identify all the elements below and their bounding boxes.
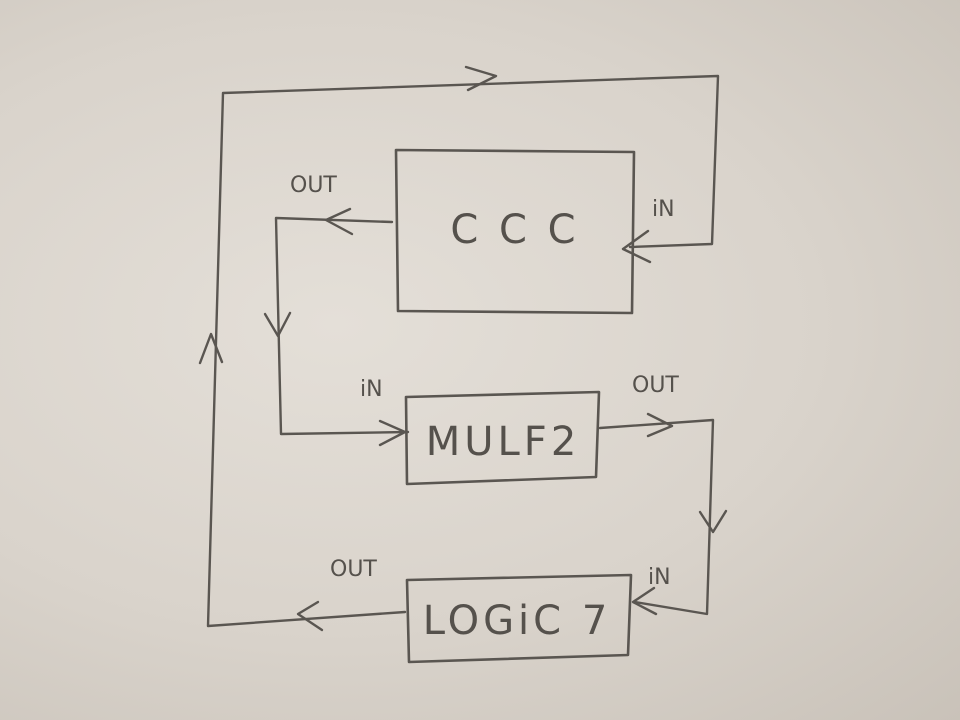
wire-logic7-to-ccc [206,74,720,628]
block-mulf2: MULF2 [404,390,601,486]
block-logic7-title: LOGiC 7 [423,598,612,644]
block-mulf2-out-label: OUT [632,373,679,398]
arrow-down-logic7-icon [698,509,728,534]
block-ccc: C C C [394,148,636,315]
arrow-mulf2-out-icon [646,412,674,438]
block-logic7-in-label: iN [648,565,671,590]
block-mulf2-in-label: iN [360,377,383,402]
wire-mulf2-to-logic7 [598,418,715,616]
arrow-ccc-in-icon [621,229,652,264]
block-logic7: LOGiC 7 [405,573,633,664]
block-ccc-frame [394,148,636,315]
arrow-logic7-out-icon [296,600,324,632]
block-mulf2-frame [404,390,601,486]
arrow-loop-up-icon [198,332,224,365]
wire-ccc-to-mulf2 [274,216,410,436]
arrow-ccc-out-icon [324,207,354,236]
block-logic7-frame [405,573,633,664]
block-ccc-in-label: iN [652,197,675,222]
block-ccc-out-label: OUT [290,173,337,198]
block-mulf2-title: MULF2 [426,419,581,465]
block-ccc-title: C C C [450,207,579,253]
arrow-logic7-in-icon [631,586,658,616]
block-logic7-out-label: OUT [330,557,377,582]
arrow-loop-top-icon [464,65,498,92]
arrow-mulf2-in-icon [378,419,407,447]
arrow-down-mulf2-icon [263,311,292,338]
